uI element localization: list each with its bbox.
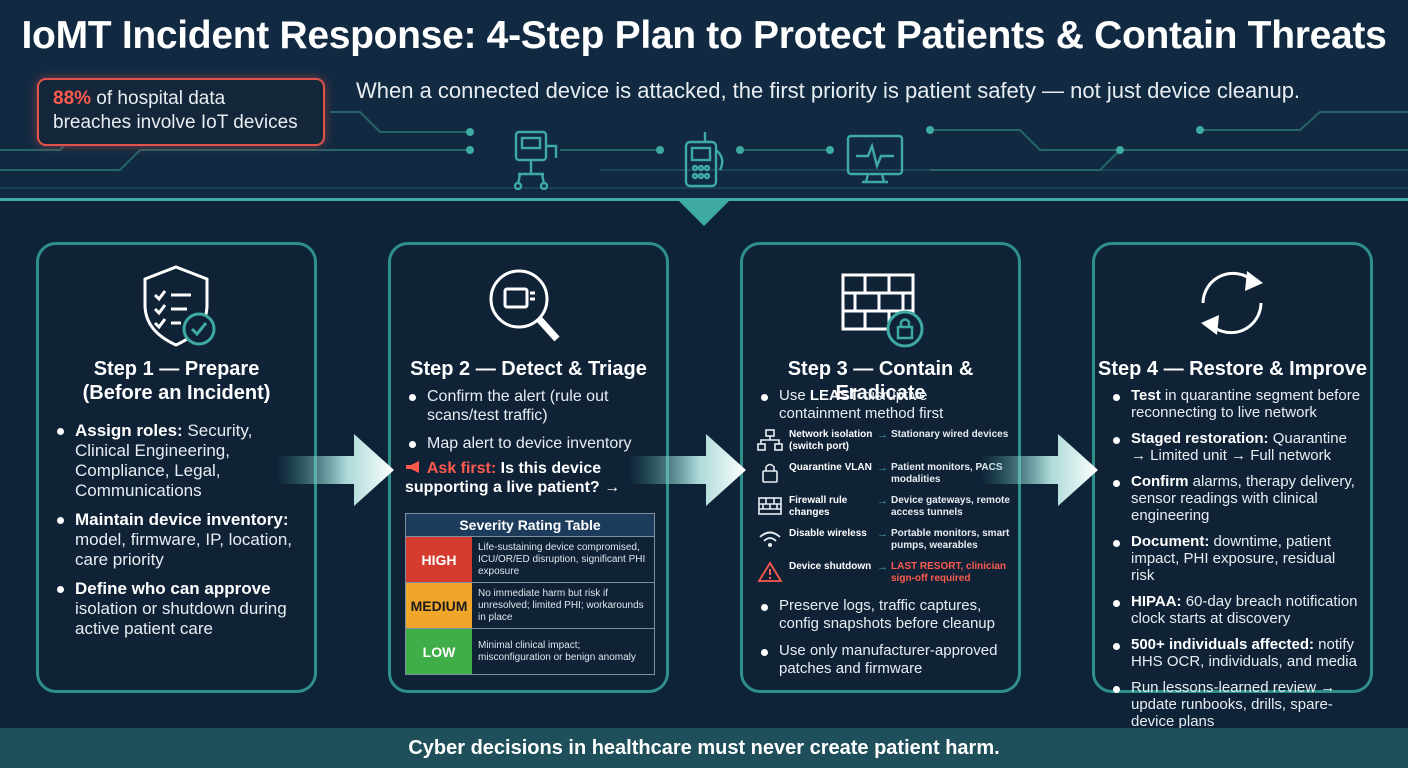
step-card-1: Step 1 — Prepare (Before an Incident) As… [36,242,317,693]
table-row: LOW Minimal clinical impact; misconfigur… [406,628,654,674]
header-divider [0,198,1408,201]
flow-arrow-3-to-4 [980,434,1098,506]
containment-row: Disable wireless → Portable monitors, sm… [757,528,1017,561]
containment-row: Quarantine VLAN → Patient monitors, PACS… [757,462,1017,495]
step-3-intro: Use LEAST disruptive containment method … [757,387,1010,432]
step-card-2: Step 2 — Detect & Triage Confirm the ale… [388,242,669,693]
stat-callout: 88% of hospital data breaches involve Io… [37,78,325,146]
table-row: HIGH Life-sustaining device compromised,… [406,536,654,582]
step-card-3: Step 3 — Contain & Eradicate Use LEAST d… [740,242,1021,693]
severity-table: Severity Rating Table HIGH Life-sustaini… [405,513,655,675]
footer-banner: Cyber decisions in healthcare must never… [0,728,1408,768]
step-1-bullets: Assign roles: Security, Clinical Enginee… [53,421,306,648]
list-item: Define who can approve isolation or shut… [53,579,306,639]
step-4-title: Step 4 — Restore & Improve [1098,358,1367,380]
divider-arrow [678,200,730,226]
network-icon [757,429,783,451]
list-item: HIPAA: 60-day breach notification clock … [1109,593,1362,627]
list-item: Assign roles: Security, Clinical Enginee… [53,421,306,501]
list-item: Confirm the alert (rule out scans/test t… [405,387,658,425]
subtitle: When a connected device is attacked, the… [356,78,1301,103]
step-2-title: Step 2 — Detect & Triage [410,358,647,380]
list-item: Use only manufacturer-approved patches a… [757,642,1010,678]
list-item: Map alert to device inventory [405,434,658,453]
list-item: Use LEAST disruptive containment method … [757,387,1010,423]
step-3-bullets: Preserve logs, traffic captures, config … [757,597,1010,687]
list-item: Maintain device inventory: model, firmwa… [53,510,306,570]
severity-description: Life-sustaining device compromised, ICU/… [478,541,646,577]
containment-methods: Network isolation (switch port) → Statio… [757,429,1017,594]
flow-arrow-1-to-2 [276,434,394,506]
containment-row: Device shutdown → LAST RESORT, clinician… [757,561,1017,594]
severity-level-low: LOW [406,629,472,674]
megaphone-icon [406,461,419,473]
circuit-decoration [0,111,1408,189]
list-item: Confirm alarms, therapy delivery, sensor… [1109,473,1362,524]
shield-checklist-icon [143,265,216,347]
magnifier-device-icon [489,269,560,342]
list-item: Run lessons-learned review → update runb… [1109,679,1362,730]
containment-row: Firewall rule changes → Device gateways,… [757,495,1017,528]
infusion-pump-icon [513,130,558,190]
lock-icon [762,463,778,483]
severity-description: No immediate harm but risk if unresolved… [478,587,644,623]
severity-level-high: HIGH [406,537,472,582]
warning-icon [757,561,783,582]
step-2-bullets: Confirm the alert (rule out scans/test t… [405,387,658,462]
firewall-icon [758,497,782,515]
ask-first-callout: Ask first: Is this device supporting a l… [405,460,621,496]
severity-description: Minimal clinical impact; misconfiguratio… [478,639,636,663]
refresh-cycle-icon [1201,271,1263,335]
list-item: Test in quarantine segment before reconn… [1109,387,1362,421]
step-4-bullets: Test in quarantine segment before reconn… [1109,387,1362,739]
wifi-icon [759,531,781,547]
page-title: IoMT Incident Response: 4-Step Plan to P… [21,14,1387,57]
step-1-title: Step 1 — Prepare (Before an Incident) [82,358,271,404]
stat-percent: 88% [53,88,92,109]
list-item: Staged restoration: Quarantine → Limited… [1109,430,1362,464]
vital-signs-monitor-icon [846,134,904,184]
table-row: MEDIUM No immediate harm but risk if unr… [406,582,654,628]
containment-row: Network isolation (switch port) → Statio… [757,429,1017,462]
severity-table-title: Severity Rating Table [406,514,654,536]
stat-text-line2: breaches involve IoT devices [53,112,298,133]
portable-monitor-icon [684,132,724,188]
flow-arrow-2-to-3 [628,434,746,506]
severity-level-medium: MEDIUM [406,583,472,628]
list-item: 500+ individuals affected: notify HHS OC… [1109,636,1362,670]
list-item: Document: downtime, patient impact, PHI … [1109,533,1362,584]
firewall-lock-icon [841,273,924,348]
list-item: Preserve logs, traffic captures, config … [757,597,1010,633]
step-card-4: Step 4 — Restore & Improve Test in quara… [1092,242,1373,730]
stat-text-line1: of hospital data [91,88,226,109]
step-3-title: Step 3 — Contain & Eradicate [787,358,974,404]
